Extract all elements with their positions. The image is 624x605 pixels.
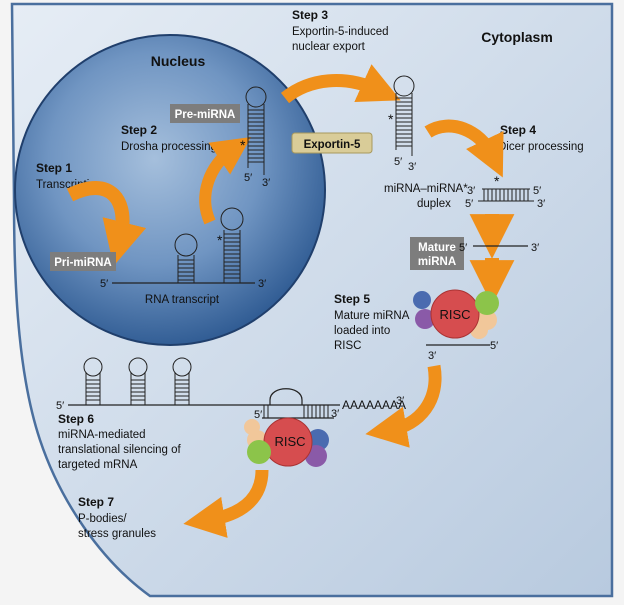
svg-text:5′: 5′ [56,400,64,412]
arrow-step-1 [66,181,147,267]
step-6-desc-line-3: targeted mRNA [58,459,138,471]
arrow-step-5-to-6 [365,364,442,448]
tag-pre-mirna: Pre-miRNA [170,104,240,123]
svg-text:3′: 3′ [531,242,539,254]
tag-mature-mirna: Mature miRNA [410,237,464,270]
mirna-mrna-binding: 5′ 3′ [254,388,339,421]
step-4-title: Step 4 [500,123,536,137]
svg-text:AAAAAAAA: AAAAAAAA [342,398,406,412]
svg-text:*: * [240,137,246,153]
step-2-desc: Drosha processing [121,141,217,153]
step-1-title: Step 1 [36,161,72,175]
svg-text:3′: 3′ [537,198,545,210]
risc-complex-step-6: RISC [244,417,329,467]
svg-text:3′: 3′ [331,408,339,420]
svg-text:3′: 3′ [258,278,266,290]
svg-text:3′: 3′ [262,177,270,189]
pre-mirna-hairpin-cytoplasm: * 5′ 3′ [388,75,416,173]
svg-text:5′: 5′ [533,185,541,197]
duplex-label-line-1: miRNA–miRNA* [384,183,468,195]
step-5-desc-line-2: loaded into [334,325,390,337]
arrow-step-3 [280,64,401,104]
arrow-step-6-to-7 [183,469,269,538]
tag-pri-mirna: Pri-miRNA [50,252,116,271]
svg-text:5′: 5′ [254,409,262,421]
svg-text:3′: 3′ [467,185,475,197]
svg-text:5′: 5′ [394,156,402,168]
step-7-desc-line-2: stress granules [78,528,156,540]
rna-transcript: * 5′ 3′ [100,207,266,290]
step-2-title: Step 2 [121,123,157,137]
risc-bound-mirna: 3′ 5′ [426,340,498,362]
mrna-hairpin-2 [128,357,148,405]
step-3-desc-line-1: Exportin-5-induced [292,26,389,38]
step-6-desc-line-2: translational silencing of [58,444,182,456]
svg-text:RISC: RISC [274,434,305,449]
arrow-step-4 [424,119,504,178]
svg-text:5′: 5′ [490,340,498,352]
risc-complex-step-5: RISC [413,289,499,339]
step-4-desc: Dicer processing [498,141,584,153]
svg-text:3′: 3′ [428,350,436,362]
step-6-desc-line-1: miRNA-mediated [58,429,146,441]
svg-text:miRNA: miRNA [418,256,456,268]
tag-exportin-5: Exportin-5 [291,132,373,154]
step-6-title: Step 6 [58,412,94,426]
step-3-title: Step 3 [292,8,328,22]
duplex-label-line-2: duplex [417,198,451,210]
svg-text:Mature: Mature [418,242,456,254]
mirna-duplex: * 3′ 5′ 5′ 3′ [465,173,545,210]
svg-text:Pri-miRNA: Pri-miRNA [54,257,112,269]
svg-text:5′: 5′ [244,172,252,184]
svg-text:RISC: RISC [439,307,470,322]
step-5-title: Step 5 [334,292,370,306]
svg-text:Exportin-5: Exportin-5 [304,139,361,151]
svg-text:Pre-miRNA: Pre-miRNA [175,109,236,121]
rna-transcript-label: RNA transcript [145,294,220,306]
step-3-desc-line-2: nuclear export [292,41,366,53]
svg-text:*: * [494,173,500,189]
step-5-desc-line-1: Mature miRNA [334,310,410,322]
step-5-desc-line-3: RISC [334,340,361,352]
svg-text:*: * [388,111,394,127]
cytoplasm-label: Cytoplasm [481,29,553,45]
mrna-hairpin-1 [83,357,103,405]
nucleus-label: Nucleus [151,53,206,69]
step-7-desc-line-1: P-bodies/ [78,513,127,525]
pre-mirna-hairpin-nucleus: * 5′ 3′ [240,86,270,189]
mature-mirna-strand: 5′ 3′ [459,242,539,254]
svg-text:5′: 5′ [459,242,467,254]
svg-text:3′: 3′ [408,161,416,173]
svg-text:5′: 5′ [100,278,108,290]
svg-text:3′: 3′ [396,395,404,407]
arrow-step-2 [199,137,252,225]
svg-text:*: * [217,232,223,248]
svg-text:5′: 5′ [465,198,473,210]
mrna-hairpin-3 [172,357,192,405]
step-7-title: Step 7 [78,495,114,509]
